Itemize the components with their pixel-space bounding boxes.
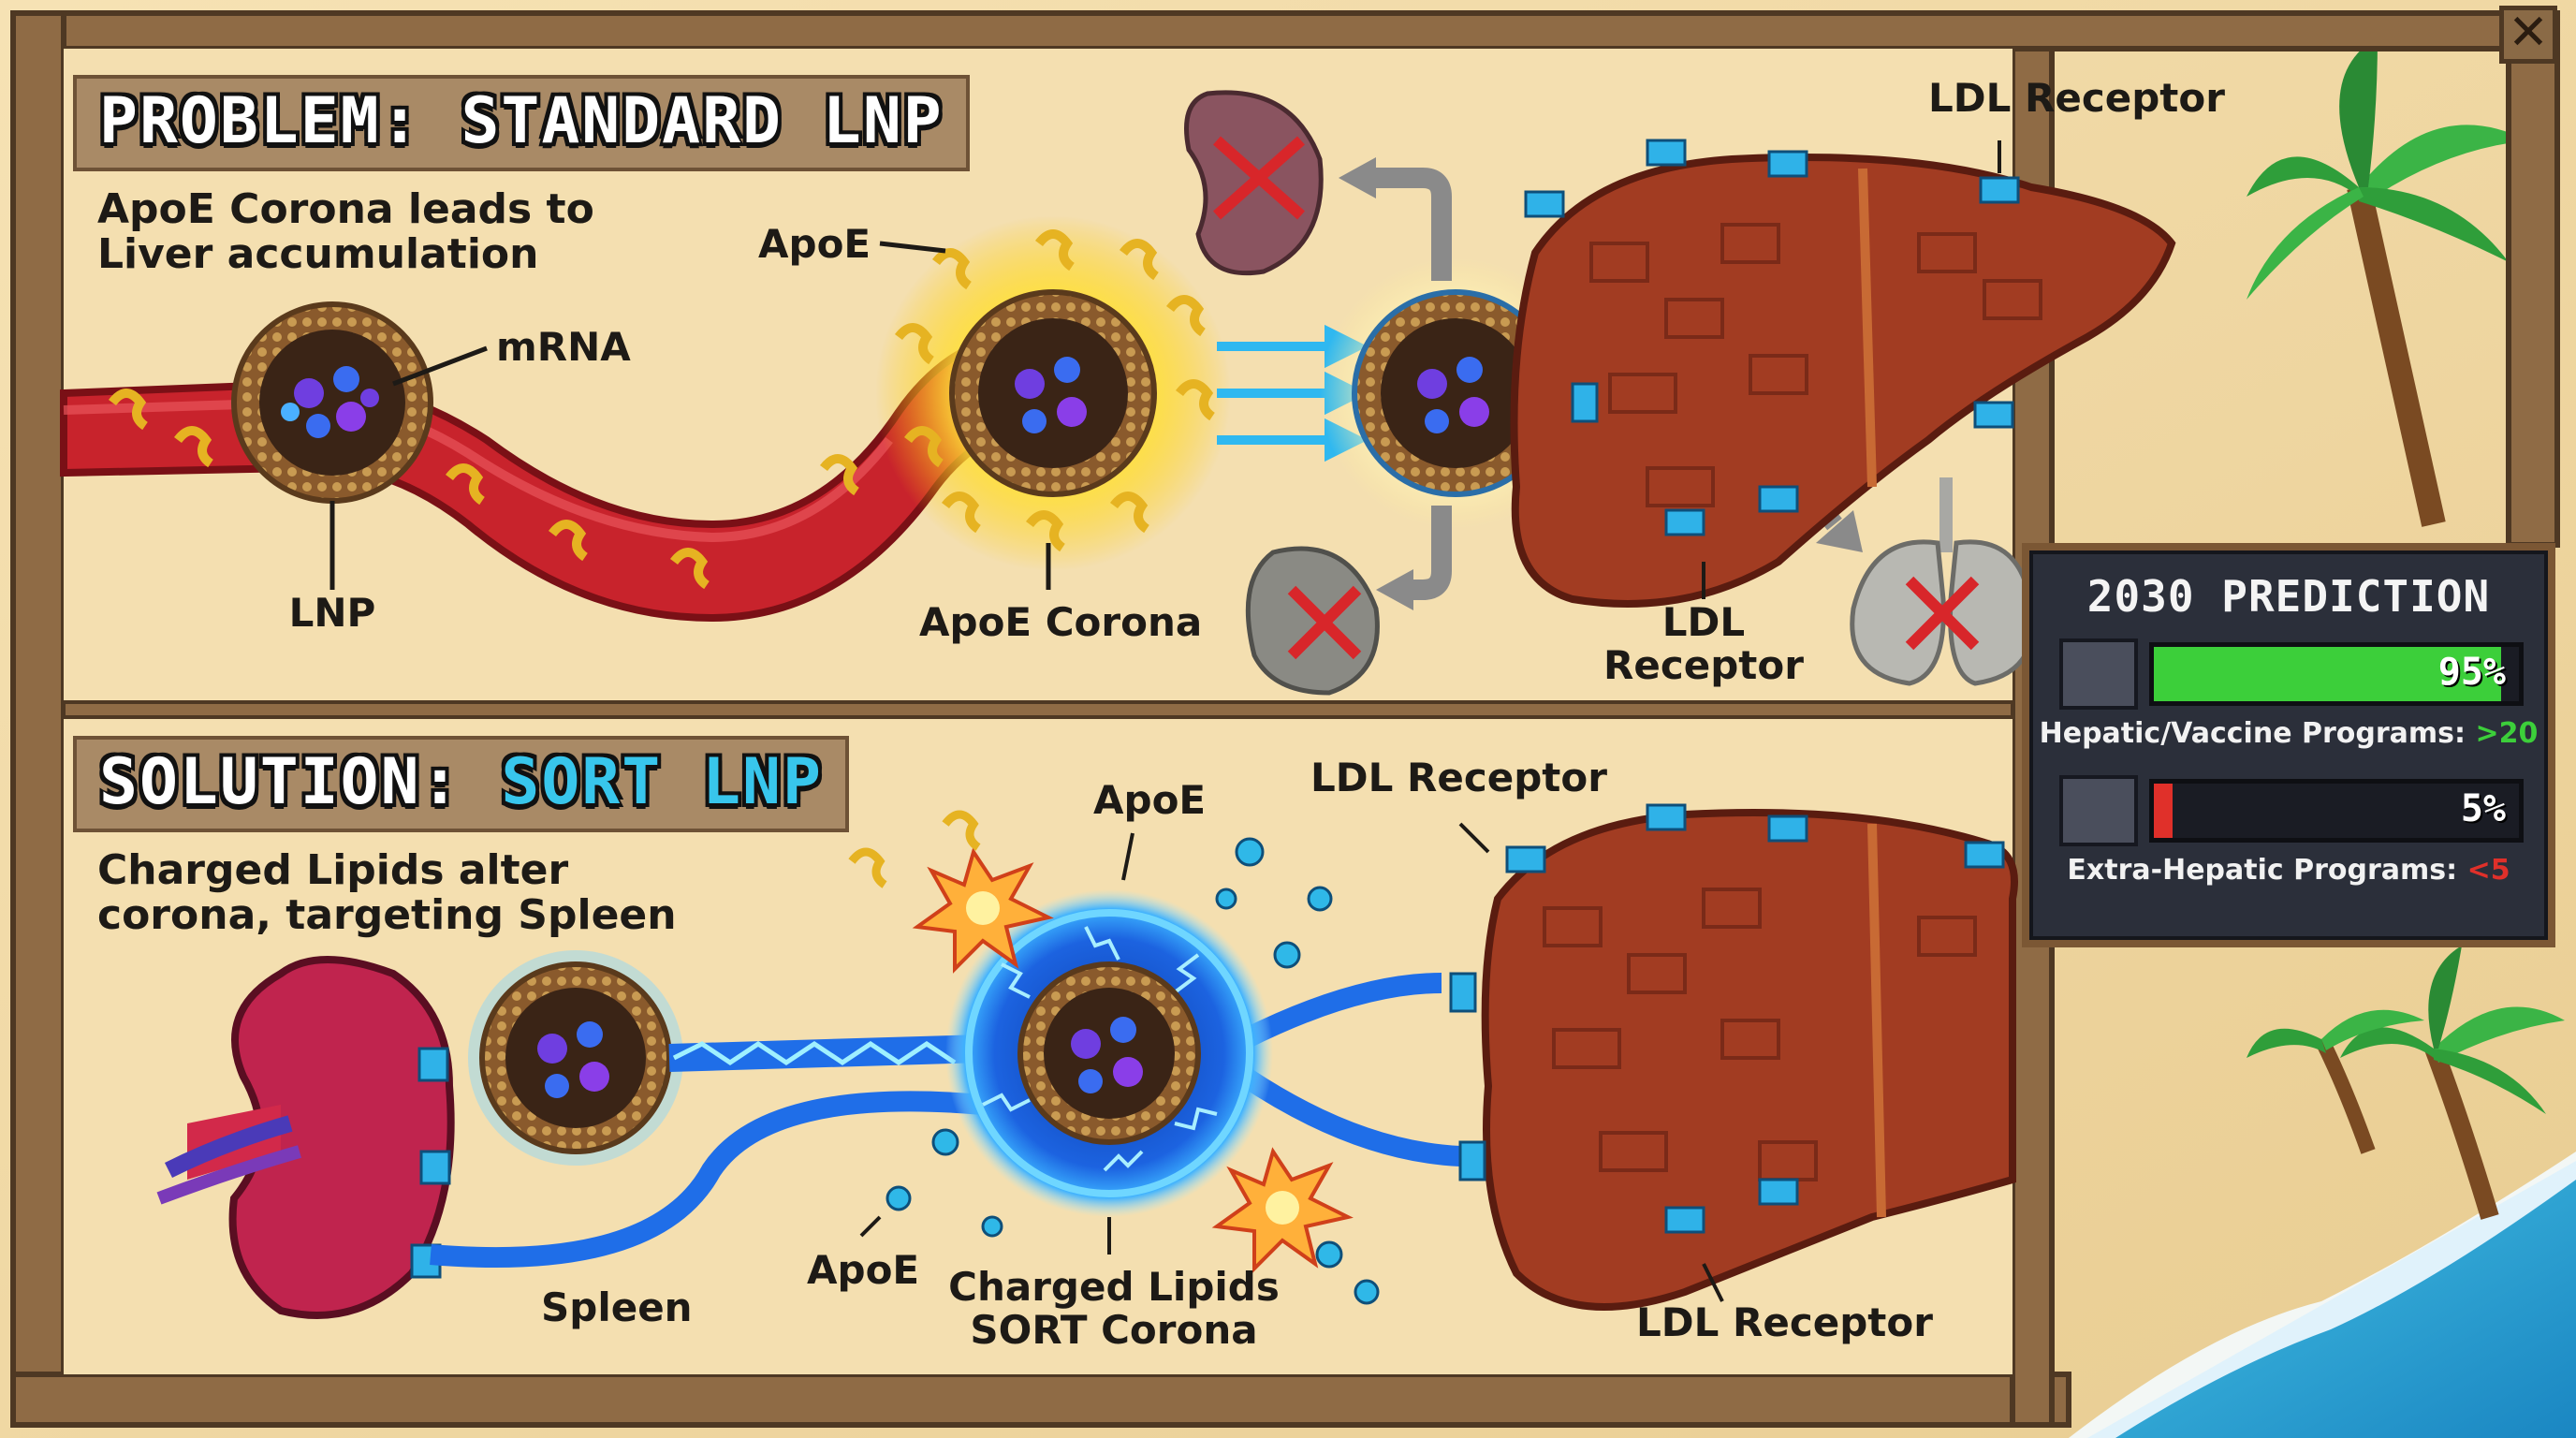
explosion-bottom <box>1211 1147 1354 1273</box>
extra-hepatic-bar: 5% <box>2149 779 2524 843</box>
ldl-receptors-top <box>1524 139 2020 536</box>
problem-caption: ApoE Corona leads to Liver accumulation <box>97 187 594 277</box>
hepatic-bar: 95% <box>2149 642 2524 706</box>
palm-tree-bottom <box>2247 946 2565 1220</box>
prediction-panel: 2030 PREDICTION 95% Hepatic/Vaccine Prog… <box>2022 543 2555 947</box>
spleen-organ <box>156 956 455 1319</box>
extra-hepatic-percent: 5% <box>2460 787 2506 830</box>
solution-caption: Charged Lipids alter corona, targeting S… <box>97 848 677 938</box>
label-ldl-receptor-bottom: LDL Receptor <box>1591 601 1816 687</box>
lnp-apoe-corona <box>875 215 1231 571</box>
palm-tree-top <box>2247 37 2527 527</box>
label-apoe-bottom: ApoE <box>807 1247 920 1293</box>
problem-caption-line2: Liver accumulation <box>97 230 539 278</box>
solution-title: SOLUTION: SORT LNP <box>73 736 849 832</box>
label-apoe-top: ApoE <box>1093 777 1207 823</box>
label-apoe-corona: ApoE Corona <box>919 599 1203 645</box>
label-charged-lipids-1: Charged Lipids <box>948 1264 1280 1310</box>
extra-hepatic-count: <5 <box>2466 854 2510 887</box>
solution-caption-line1: Charged Lipids alter <box>97 846 569 894</box>
solution-title-prefix: SOLUTION: <box>99 745 461 819</box>
hepatic-icon-slot <box>2059 638 2138 710</box>
solution-caption-line2: corona, targeting Spleen <box>97 891 677 939</box>
lung-blocked-icon <box>1850 477 2035 686</box>
liver-bottom <box>1481 809 2018 1311</box>
problem-title-prefix: PROBLEM: <box>99 84 421 158</box>
label-lnp: LNP <box>288 590 376 636</box>
hepatic-label-text: Hepatic/Vaccine Programs: <box>2039 717 2466 750</box>
problem-title-main: STANDARD LNP <box>461 84 944 158</box>
hepatic-bar-fill <box>2154 647 2501 701</box>
label-ldl-receptor-solution-bottom: LDL Receptor <box>1636 1299 1933 1345</box>
close-button[interactable]: ✕ <box>2499 6 2557 64</box>
problem-title: PROBLEM: STANDARD LNP <box>73 75 970 171</box>
spleen-blocked-icon <box>1184 90 1324 276</box>
label-mrna: mRNA <box>496 324 631 370</box>
lnp-particle <box>231 301 433 504</box>
label-charged-lipids-2: SORT Corona <box>970 1307 1258 1353</box>
extra-hepatic-bar-fill <box>2154 784 2173 838</box>
explosion-top <box>912 847 1054 974</box>
label-charged-lipids: Charged Lipids SORT Corona <box>945 1266 1282 1352</box>
label-ldl-receptor-bottom-1: LDL <box>1661 599 1746 645</box>
hepatic-count: >20 <box>2475 717 2539 750</box>
extra-hepatic-label-text: Extra-Hepatic Programs: <box>2067 854 2458 887</box>
hepatic-percent: 95% <box>2437 651 2506 694</box>
label-ldl-receptor-solution-top: LDL Receptor <box>1310 755 1607 800</box>
solution-title-main: SORT LNP <box>501 745 823 819</box>
hepatic-programs-label: Hepatic/Vaccine Programs: >20 <box>2029 717 2548 750</box>
prediction-title: 2030 PREDICTION <box>2086 571 2491 622</box>
label-ldl-receptor-top: LDL Receptor <box>1928 75 2225 121</box>
kidney-blocked-icon <box>1245 546 1380 696</box>
lnp-spleen <box>468 950 683 1166</box>
label-apoe: ApoE <box>758 221 871 267</box>
problem-caption-line1: ApoE Corona leads to <box>97 185 594 233</box>
extra-hepatic-icon-slot <box>2059 775 2138 846</box>
extra-hepatic-programs-label: Extra-Hepatic Programs: <5 <box>2029 854 2548 887</box>
liver-top <box>1510 154 2176 608</box>
sort-lnp-particle <box>945 889 1273 1217</box>
ldl-receptors-bottom <box>1449 803 2005 1234</box>
label-spleen: Spleen <box>541 1284 693 1330</box>
label-ldl-receptor-bottom-2: Receptor <box>1603 642 1804 688</box>
